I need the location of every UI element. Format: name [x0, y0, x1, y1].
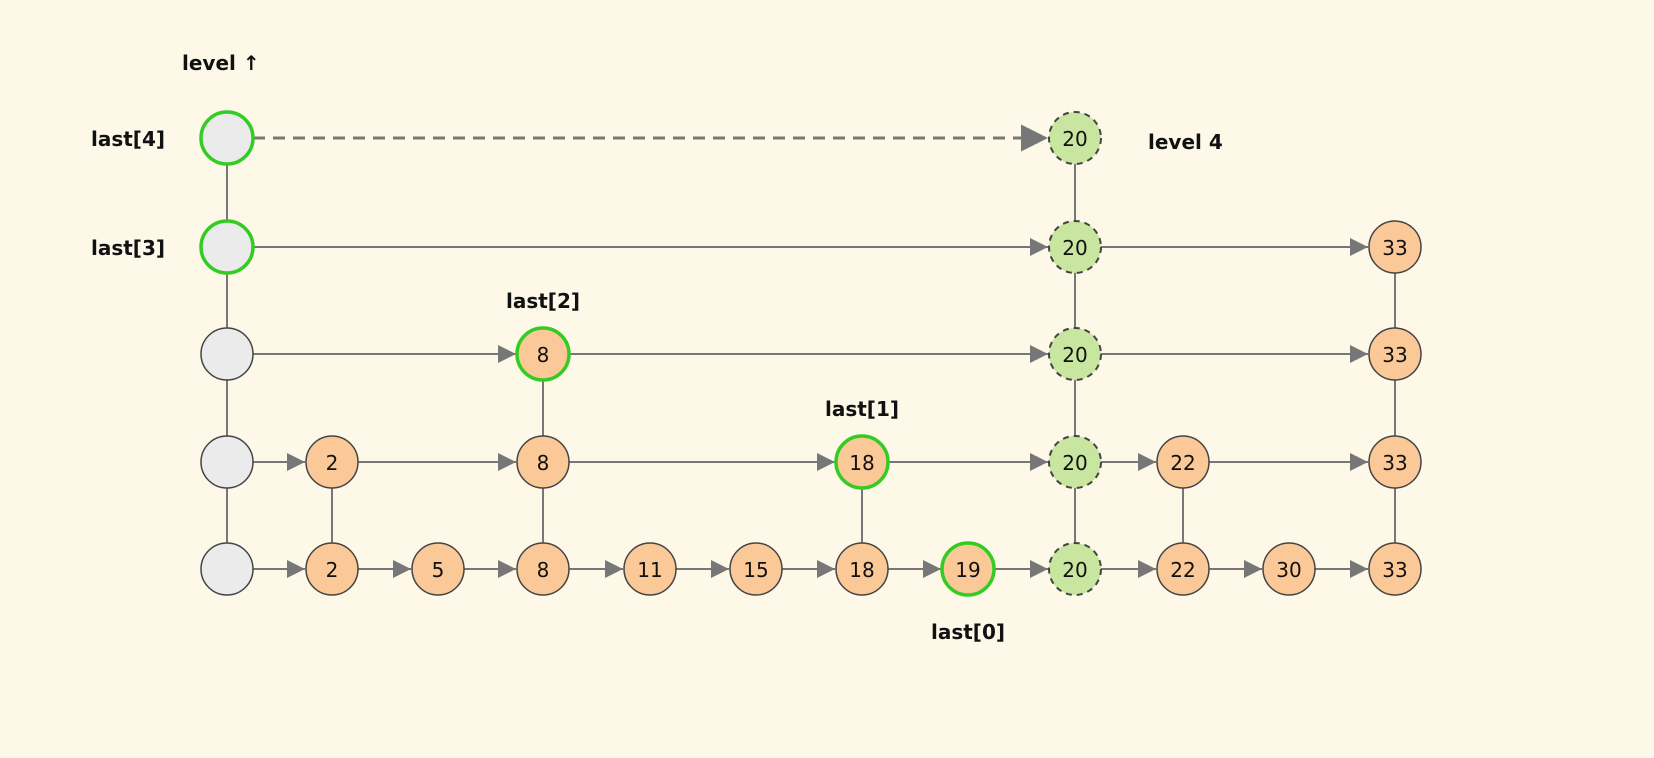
head-node — [199, 219, 255, 275]
skip-list-node — [940, 541, 996, 597]
node-key: 22 — [1170, 451, 1195, 475]
node-key: 11 — [637, 558, 662, 582]
skip-list-node — [1156, 542, 1210, 596]
skip-list-node — [1368, 220, 1422, 274]
skip-list-node — [516, 435, 570, 489]
node-key: 20 — [1062, 127, 1087, 151]
last-pointer-label: last[2] — [506, 289, 580, 313]
node-key: 15 — [743, 558, 768, 582]
node-key: 33 — [1382, 558, 1407, 582]
node-key: 8 — [537, 451, 550, 475]
skip-list-node — [411, 542, 465, 596]
skip-list-node — [1368, 542, 1422, 596]
last-pointer-label: last[4] — [91, 127, 165, 151]
skip-list-node — [515, 326, 571, 382]
skip-list-node — [1368, 327, 1422, 381]
head-node — [200, 435, 254, 489]
node-key: 8 — [537, 558, 550, 582]
node-key: 33 — [1382, 343, 1407, 367]
node-key: 22 — [1170, 558, 1195, 582]
inserted-node — [1048, 111, 1102, 165]
node-key: 18 — [849, 451, 874, 475]
skip-list-node — [1262, 542, 1316, 596]
last-pointer-label: last[0] — [931, 620, 1005, 644]
skip-list-node — [1368, 435, 1422, 489]
level-axis-label: level ↑ — [182, 51, 260, 75]
node-key: 2 — [326, 451, 339, 475]
skip-list-node — [623, 542, 677, 596]
last-pointer-label: last[3] — [91, 236, 165, 260]
inserted-node — [1048, 327, 1102, 381]
node-key: 33 — [1382, 451, 1407, 475]
node-key: 30 — [1276, 558, 1301, 582]
head-node — [200, 542, 254, 596]
node-key: 2 — [326, 558, 339, 582]
inserted-node — [1048, 435, 1102, 489]
skip-list-node — [516, 542, 570, 596]
head-node — [199, 110, 255, 166]
skip-list-node — [835, 542, 889, 596]
last-pointer-label: last[1] — [825, 397, 899, 421]
node-key: 5 — [432, 558, 445, 582]
inserted-node — [1048, 542, 1102, 596]
skip-list-node — [305, 435, 359, 489]
skip-list-node — [1156, 435, 1210, 489]
node-key: 20 — [1062, 236, 1087, 260]
new-level-label: level 4 — [1148, 130, 1223, 154]
node-key: 20 — [1062, 343, 1087, 367]
node-key: 20 — [1062, 558, 1087, 582]
node-key: 18 — [849, 558, 874, 582]
inserted-node — [1048, 220, 1102, 274]
head-node — [200, 327, 254, 381]
skip-list-node — [305, 542, 359, 596]
skip-list-node — [834, 434, 890, 490]
skip-list-node — [729, 542, 783, 596]
node-key: 19 — [955, 558, 980, 582]
node-key: 20 — [1062, 451, 1087, 475]
node-key: 33 — [1382, 236, 1407, 260]
node-key: 8 — [537, 343, 550, 367]
